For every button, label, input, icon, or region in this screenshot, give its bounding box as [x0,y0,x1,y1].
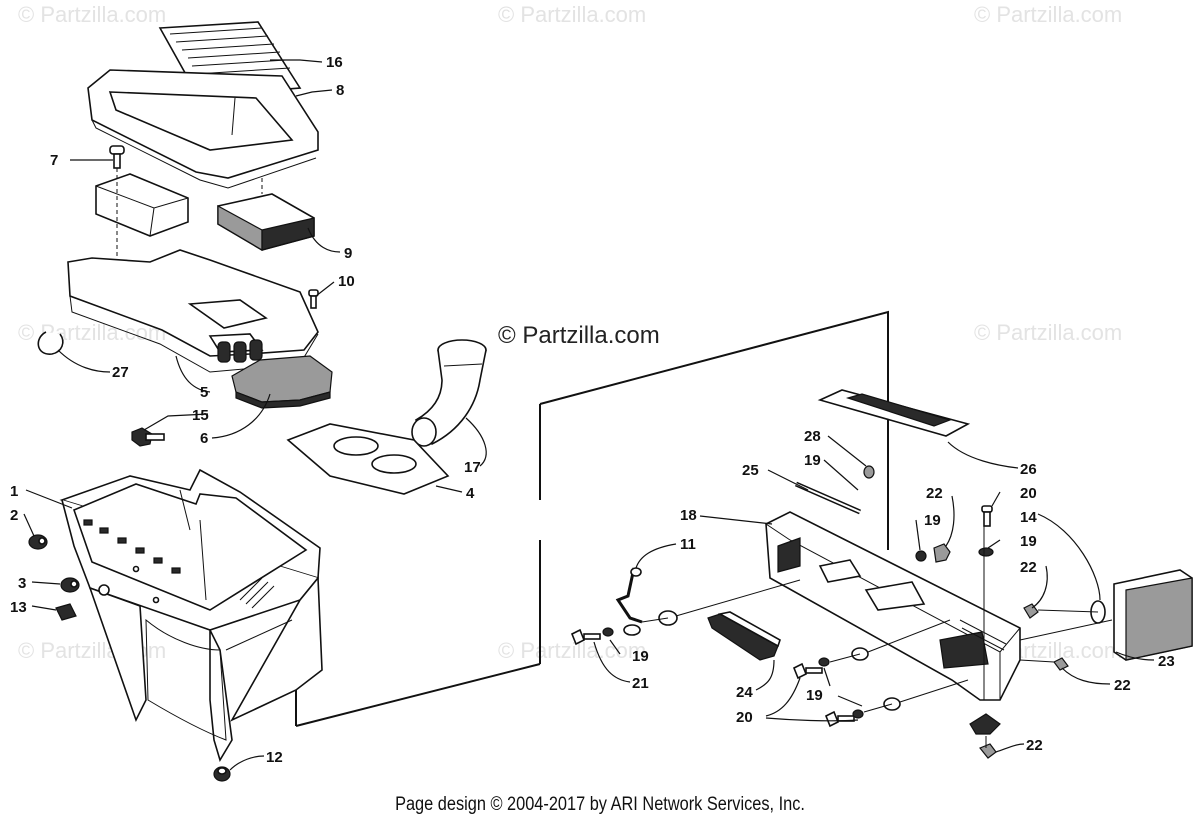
callout-19: 19 [1020,533,1037,550]
callout-2: 2 [10,507,18,524]
part-28-stud [863,465,875,479]
part-11-rod [615,567,643,624]
callout-20: 20 [736,709,753,726]
part-10-screw [308,289,319,309]
callout-10: 10 [338,273,355,290]
leader-lines [23,59,1155,771]
callout-3: 3 [18,575,26,592]
part-3-grommet [60,577,80,593]
assembly-bracket [539,310,889,550]
callout-16: 16 [326,54,343,71]
callout-19: 19 [924,512,941,529]
part-24-flap [707,611,781,661]
part-26-seal [817,389,971,437]
callout-26: 26 [1020,461,1037,478]
callout-7: 7 [50,152,58,169]
callout-6: 6 [200,430,208,447]
callout-22: 22 [1026,737,1043,754]
part-7-screw [109,145,125,169]
callout-23: 23 [1158,653,1175,670]
part-9-filter [217,178,315,252]
part-17-boot [411,339,487,447]
part-2-grommet [28,534,48,550]
part-5-tray [67,249,319,373]
callout-8: 8 [336,82,344,99]
watermark: © Partzilla.com [498,638,647,663]
callout-19: 19 [806,687,823,704]
callout-9: 9 [344,245,352,262]
watermark: © Partzilla.com [18,2,167,27]
module-box [95,168,189,275]
callout-13: 13 [10,599,27,616]
footer-credit: Page design © 2004-2017 by ARI Network S… [395,794,805,815]
part-8-cover [87,69,319,189]
callout-21: 21 [632,675,649,692]
part-23-filter [1113,569,1193,661]
watermark: © Partzilla.com [974,320,1123,345]
part-15-bolt [131,427,165,447]
callout-20: 20 [1020,485,1037,502]
part-13-clip [55,603,77,621]
hardware [570,505,1069,759]
callout-28: 28 [804,428,821,445]
part-1-airbox [59,468,323,762]
callout-15: 15 [192,407,209,424]
watermark: © Partzilla.com [974,2,1123,27]
part-18-silencer [765,511,1021,701]
callout-11: 11 [680,536,696,553]
callouts: 16 8 7 9 10 27 5 15 6 17 4 1 2 3 13 12 2… [10,54,1175,766]
callout-5: 5 [200,384,208,401]
assembly-bracket [295,663,541,727]
callout-12: 12 [266,749,283,766]
callout-19: 19 [632,648,649,665]
watermark: © Partzilla.com [498,2,647,27]
callout-22: 22 [1020,559,1037,576]
part-12-plug [213,766,231,782]
brand-label: © Partzilla.com [498,322,660,349]
callout-27: 27 [112,364,129,381]
alignment-lines [641,526,1113,748]
callout-22: 22 [1114,677,1131,694]
callout-17: 17 [464,459,481,476]
callout-4: 4 [466,485,475,502]
part-6-foam [231,355,333,409]
part-27-clip [37,331,64,355]
callout-24: 24 [736,684,753,701]
callout-14: 14 [1020,509,1037,526]
callout-1: 1 [10,483,18,500]
callout-19: 19 [804,452,821,469]
callout-25: 25 [742,462,759,479]
callout-22: 22 [926,485,943,502]
callout-18: 18 [680,507,697,524]
part-4-gasket [286,423,450,495]
